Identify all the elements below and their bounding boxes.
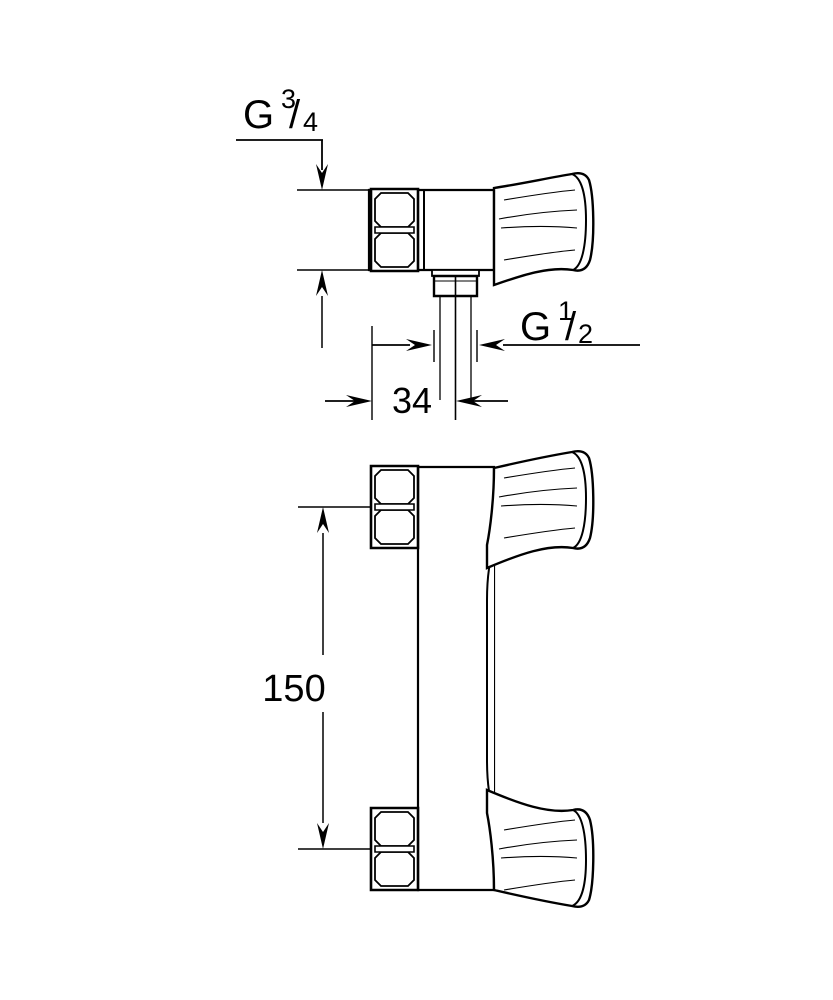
hex-nut-middle-band xyxy=(374,226,415,234)
g12-numerator: 1 xyxy=(558,296,573,326)
dimension-thread-outlet: G 1 / 2 xyxy=(372,296,640,362)
hex-nut-upper-face xyxy=(374,192,415,228)
valve-body-front xyxy=(416,465,496,892)
upper-hex-nut-lower-face xyxy=(374,509,415,545)
dimension-thread-inlet: G 3 / 4 xyxy=(236,84,371,348)
g34-label-G: G xyxy=(243,93,274,137)
handle-flute-4 xyxy=(503,249,576,261)
g12-label-G: G xyxy=(520,305,551,349)
lower-flared-handle xyxy=(485,788,595,908)
handle-flute-1 xyxy=(503,189,576,201)
upper-handle-rim xyxy=(571,451,588,549)
handle-flute-3 xyxy=(500,225,578,229)
dimension-center-distance-150: 150 xyxy=(262,506,371,850)
dim34-value: 34 xyxy=(392,380,432,421)
upper-handle-flute-4 xyxy=(503,527,576,539)
side-view-group: G 3 / 4 G 1 / 2 xyxy=(236,84,640,421)
lower-hex-nut-lower-face xyxy=(374,851,415,887)
front-view-group: 150 xyxy=(262,450,595,908)
flared-handle-side xyxy=(492,172,595,287)
upper-flared-handle xyxy=(485,450,595,570)
dimension-projection-34: 34 xyxy=(325,326,508,421)
g34-slash: / xyxy=(289,93,301,137)
hex-coupling-nut-side xyxy=(369,187,420,273)
upper-handle-flute-1 xyxy=(503,467,576,479)
lower-handle-flute-1 xyxy=(503,819,576,831)
outlet-spout-side xyxy=(431,269,480,420)
lower-hex-nut-upper-face xyxy=(374,811,415,847)
lower-hex-coupling-nut xyxy=(369,806,420,892)
upper-handle-flute-2 xyxy=(498,487,578,498)
handle-flute-2 xyxy=(498,209,578,220)
g34-denominator: 4 xyxy=(303,107,318,137)
lower-handle-rim xyxy=(571,809,588,907)
lower-handle-outline xyxy=(485,788,595,908)
handle-outline xyxy=(492,172,595,287)
hex-nut-lower-face xyxy=(374,232,415,268)
lower-hex-nut-middle-band xyxy=(374,845,415,853)
spout-collar xyxy=(431,269,480,277)
lower-handle-flute-4 xyxy=(503,879,576,891)
g34-numerator: 3 xyxy=(281,84,296,114)
upper-hex-nut-upper-face xyxy=(374,469,415,505)
valve-body-front-outline xyxy=(416,465,496,892)
upper-handle-flute-3 xyxy=(500,503,578,507)
g12-denominator: 2 xyxy=(578,319,593,349)
handle-rim xyxy=(571,173,588,271)
upper-hex-nut-middle-band xyxy=(374,503,415,511)
dim150-value: 150 xyxy=(262,668,325,710)
lower-handle-flute-2 xyxy=(498,839,578,850)
lower-handle-flute-3 xyxy=(500,855,578,859)
upper-hex-coupling-nut xyxy=(369,464,420,550)
g12-slash: / xyxy=(565,305,577,349)
